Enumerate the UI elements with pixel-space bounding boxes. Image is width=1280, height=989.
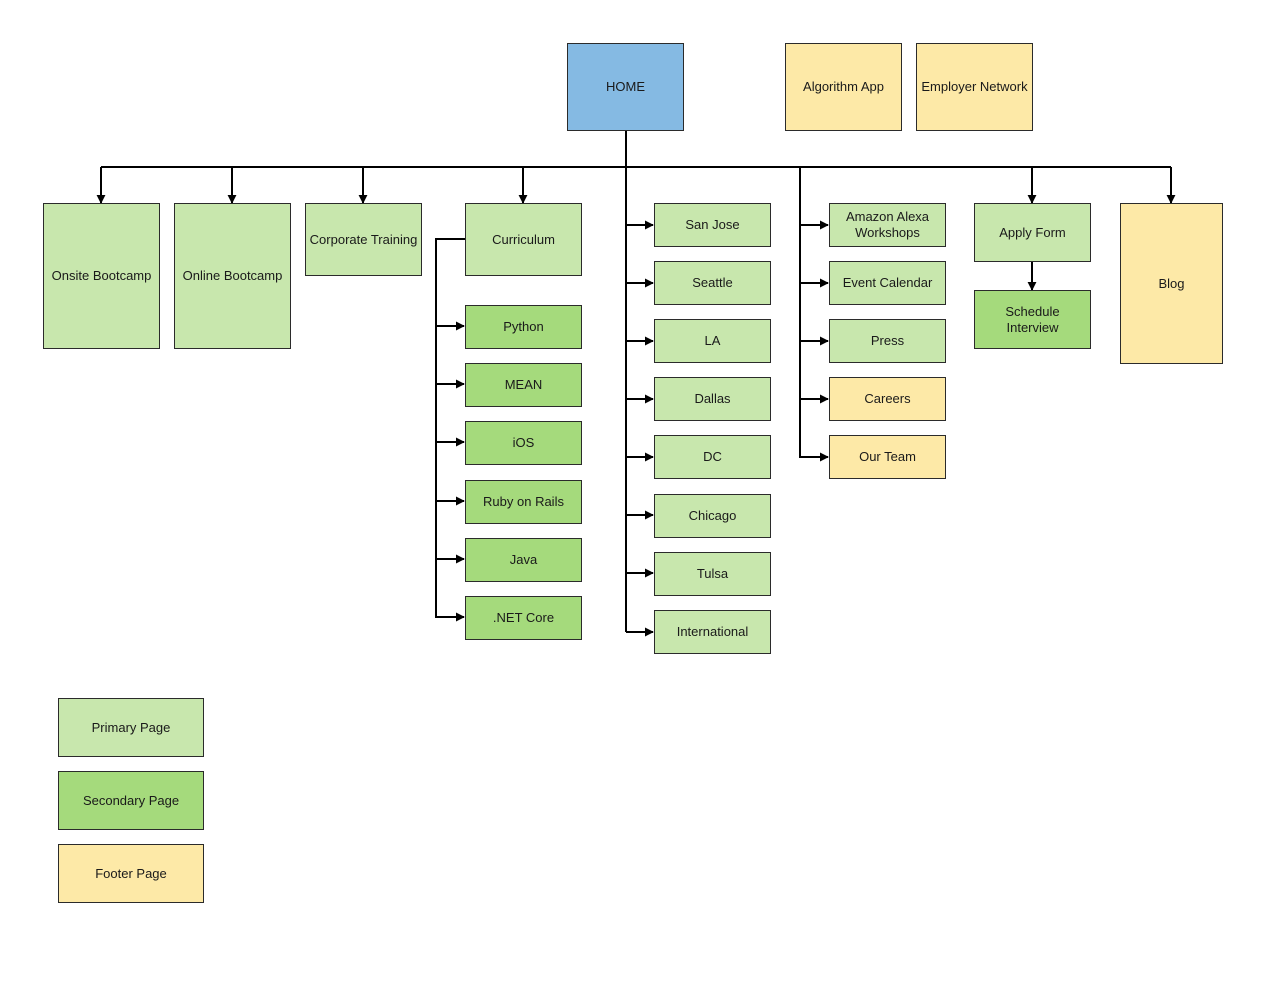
event-calendar-node[interactable]: Event Calendar: [829, 261, 946, 305]
curriculum-python-node[interactable]: Python: [465, 305, 582, 349]
curriculum-ios-node[interactable]: iOS: [465, 421, 582, 465]
blog-node[interactable]: Blog: [1120, 203, 1223, 364]
curriculum-java-node[interactable]: Java: [465, 538, 582, 582]
careers-node[interactable]: Careers: [829, 377, 946, 421]
corporate-training-node[interactable]: Corporate Training: [305, 203, 422, 276]
amazon-alexa-workshops-node[interactable]: Amazon Alexa Workshops: [829, 203, 946, 247]
legend-footer-page: Footer Page: [58, 844, 204, 903]
location-seattle-node[interactable]: Seattle: [654, 261, 771, 305]
online-bootcamp-node[interactable]: Online Bootcamp: [174, 203, 291, 349]
location-dc-node[interactable]: DC: [654, 435, 771, 479]
algorithm-app-node[interactable]: Algorithm App: [785, 43, 902, 131]
legend-secondary-page: Secondary Page: [58, 771, 204, 830]
location-la-node[interactable]: LA: [654, 319, 771, 363]
location-dallas-node[interactable]: Dallas: [654, 377, 771, 421]
press-node[interactable]: Press: [829, 319, 946, 363]
curriculum-mean-node[interactable]: MEAN: [465, 363, 582, 407]
employer-network-node[interactable]: Employer Network: [916, 43, 1033, 131]
location-san-jose-node[interactable]: San Jose: [654, 203, 771, 247]
apply-form-node[interactable]: Apply Form: [974, 203, 1091, 262]
location-chicago-node[interactable]: Chicago: [654, 494, 771, 538]
our-team-node[interactable]: Our Team: [829, 435, 946, 479]
curriculum-dotnet-core-node[interactable]: .NET Core: [465, 596, 582, 640]
legend-primary-page: Primary Page: [58, 698, 204, 757]
home-node[interactable]: HOME: [567, 43, 684, 131]
onsite-bootcamp-node[interactable]: Onsite Bootcamp: [43, 203, 160, 349]
curriculum-node[interactable]: Curriculum: [465, 203, 582, 276]
curriculum-ruby-on-rails-node[interactable]: Ruby on Rails: [465, 480, 582, 524]
location-international-node[interactable]: International: [654, 610, 771, 654]
schedule-interview-node[interactable]: Schedule Interview: [974, 290, 1091, 349]
location-tulsa-node[interactable]: Tulsa: [654, 552, 771, 596]
